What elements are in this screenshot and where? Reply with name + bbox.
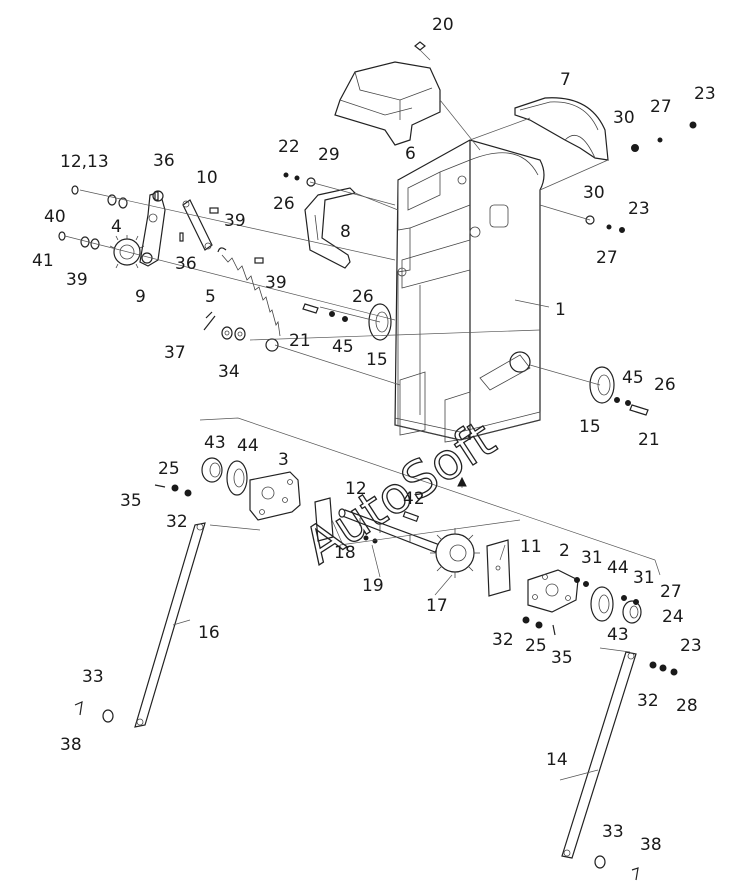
callout-21b: 21 xyxy=(638,430,660,450)
callout-39a: 39 xyxy=(66,270,88,290)
callout-12: 12 xyxy=(345,479,367,499)
callout-31a: 31 xyxy=(581,548,603,568)
callout-4: 4 xyxy=(111,217,122,237)
main-housing xyxy=(394,139,545,443)
top-chute xyxy=(334,61,441,146)
left-bearing-flange xyxy=(226,460,248,496)
callout-8: 8 xyxy=(340,222,351,242)
right-tie-rod xyxy=(561,651,678,881)
callout-36b: 36 xyxy=(175,254,197,274)
callout-6: 6 xyxy=(405,144,416,164)
callout-21a: 21 xyxy=(289,331,311,351)
callout-10: 10 xyxy=(196,168,218,188)
assembly-leader-lines xyxy=(64,49,661,781)
callout-38b: 38 xyxy=(640,835,662,855)
callout-23c: 23 xyxy=(680,636,702,656)
callout-44b: 44 xyxy=(607,558,629,578)
callout-17: 17 xyxy=(426,596,448,616)
left-bearing-plate xyxy=(249,471,301,521)
callout-27a: 27 xyxy=(650,97,672,117)
callout-40: 40 xyxy=(44,207,66,227)
callout-24: 24 xyxy=(662,607,684,627)
callout-1: 1 xyxy=(555,300,566,320)
callout-15a: 15 xyxy=(366,350,388,370)
right-fasteners xyxy=(522,577,639,636)
left-bearing xyxy=(201,457,223,483)
callout-14: 14 xyxy=(546,750,568,770)
arrow-marker xyxy=(457,476,467,487)
left-tie-rod xyxy=(74,522,206,728)
callout-39c: 39 xyxy=(265,273,287,293)
callout-7: 7 xyxy=(560,70,571,90)
right-bearing-flange xyxy=(590,586,614,622)
callout-25b: 25 xyxy=(525,636,547,656)
callout-31b: 31 xyxy=(633,568,655,588)
callout-32a: 32 xyxy=(166,512,188,532)
callout-42: 42 xyxy=(403,489,425,509)
callout-35b: 35 xyxy=(551,648,573,668)
tension-lever xyxy=(139,190,166,267)
callout-37: 37 xyxy=(164,343,186,363)
callout-26a: 26 xyxy=(273,194,295,214)
callout-25a: 25 xyxy=(158,459,180,479)
callout-33a: 33 xyxy=(82,667,104,687)
callout-34: 34 xyxy=(218,362,240,382)
callout-3: 3 xyxy=(278,450,289,470)
callout-19: 19 xyxy=(362,576,384,596)
callout-15b: 15 xyxy=(579,417,601,437)
callout-labels: 1 2 3 4 5 6 7 8 9 10 11 12 12,13 14 15 1… xyxy=(32,15,716,855)
callout-27b: 27 xyxy=(596,248,618,268)
callout-23a: 23 xyxy=(694,84,716,104)
callout-26c: 26 xyxy=(654,375,676,395)
callout-39b: 39 xyxy=(224,211,246,231)
drive-shaft xyxy=(338,508,441,553)
callout-35a: 35 xyxy=(120,491,142,511)
curved-cover xyxy=(514,97,609,161)
right-shim-plate xyxy=(486,539,511,597)
callout-28: 28 xyxy=(676,696,698,716)
right-bearing-plate xyxy=(527,569,579,613)
u-bracket xyxy=(304,187,357,269)
callout-43b: 43 xyxy=(607,625,629,645)
callout-23b: 23 xyxy=(628,199,650,219)
callout-33b: 33 xyxy=(602,822,624,842)
callout-32b: 32 xyxy=(492,630,514,650)
callout-29: 29 xyxy=(318,145,340,165)
callout-5: 5 xyxy=(205,287,216,307)
callout-36a: 36 xyxy=(153,151,175,171)
callout-11: 11 xyxy=(520,537,542,557)
callout-30b: 30 xyxy=(583,183,605,203)
callout-45b: 45 xyxy=(622,368,644,388)
left-fasteners xyxy=(154,484,192,497)
callout-27c: 27 xyxy=(660,582,682,602)
tension-spring xyxy=(217,247,281,352)
callout-32c: 32 xyxy=(637,691,659,711)
callout-41: 41 xyxy=(32,251,54,271)
callout-45a: 45 xyxy=(332,337,354,357)
main-sprocket xyxy=(430,528,480,578)
callout-16: 16 xyxy=(198,623,220,643)
left-shim-plate xyxy=(314,497,334,542)
callout-2: 2 xyxy=(559,541,570,561)
right-bearing xyxy=(622,600,642,624)
callout-30a: 30 xyxy=(613,108,635,128)
callout-12-13: 12,13 xyxy=(60,152,109,172)
callout-20: 20 xyxy=(432,15,454,35)
callout-38a: 38 xyxy=(60,735,82,755)
callout-22: 22 xyxy=(278,137,300,157)
callout-9: 9 xyxy=(135,287,146,307)
callout-43a: 43 xyxy=(204,433,226,453)
bearing-flange-right xyxy=(589,366,615,404)
link-plate xyxy=(182,199,213,251)
callout-44a: 44 xyxy=(237,436,259,456)
callout-18: 18 xyxy=(334,543,356,563)
callout-26b: 26 xyxy=(352,287,374,307)
